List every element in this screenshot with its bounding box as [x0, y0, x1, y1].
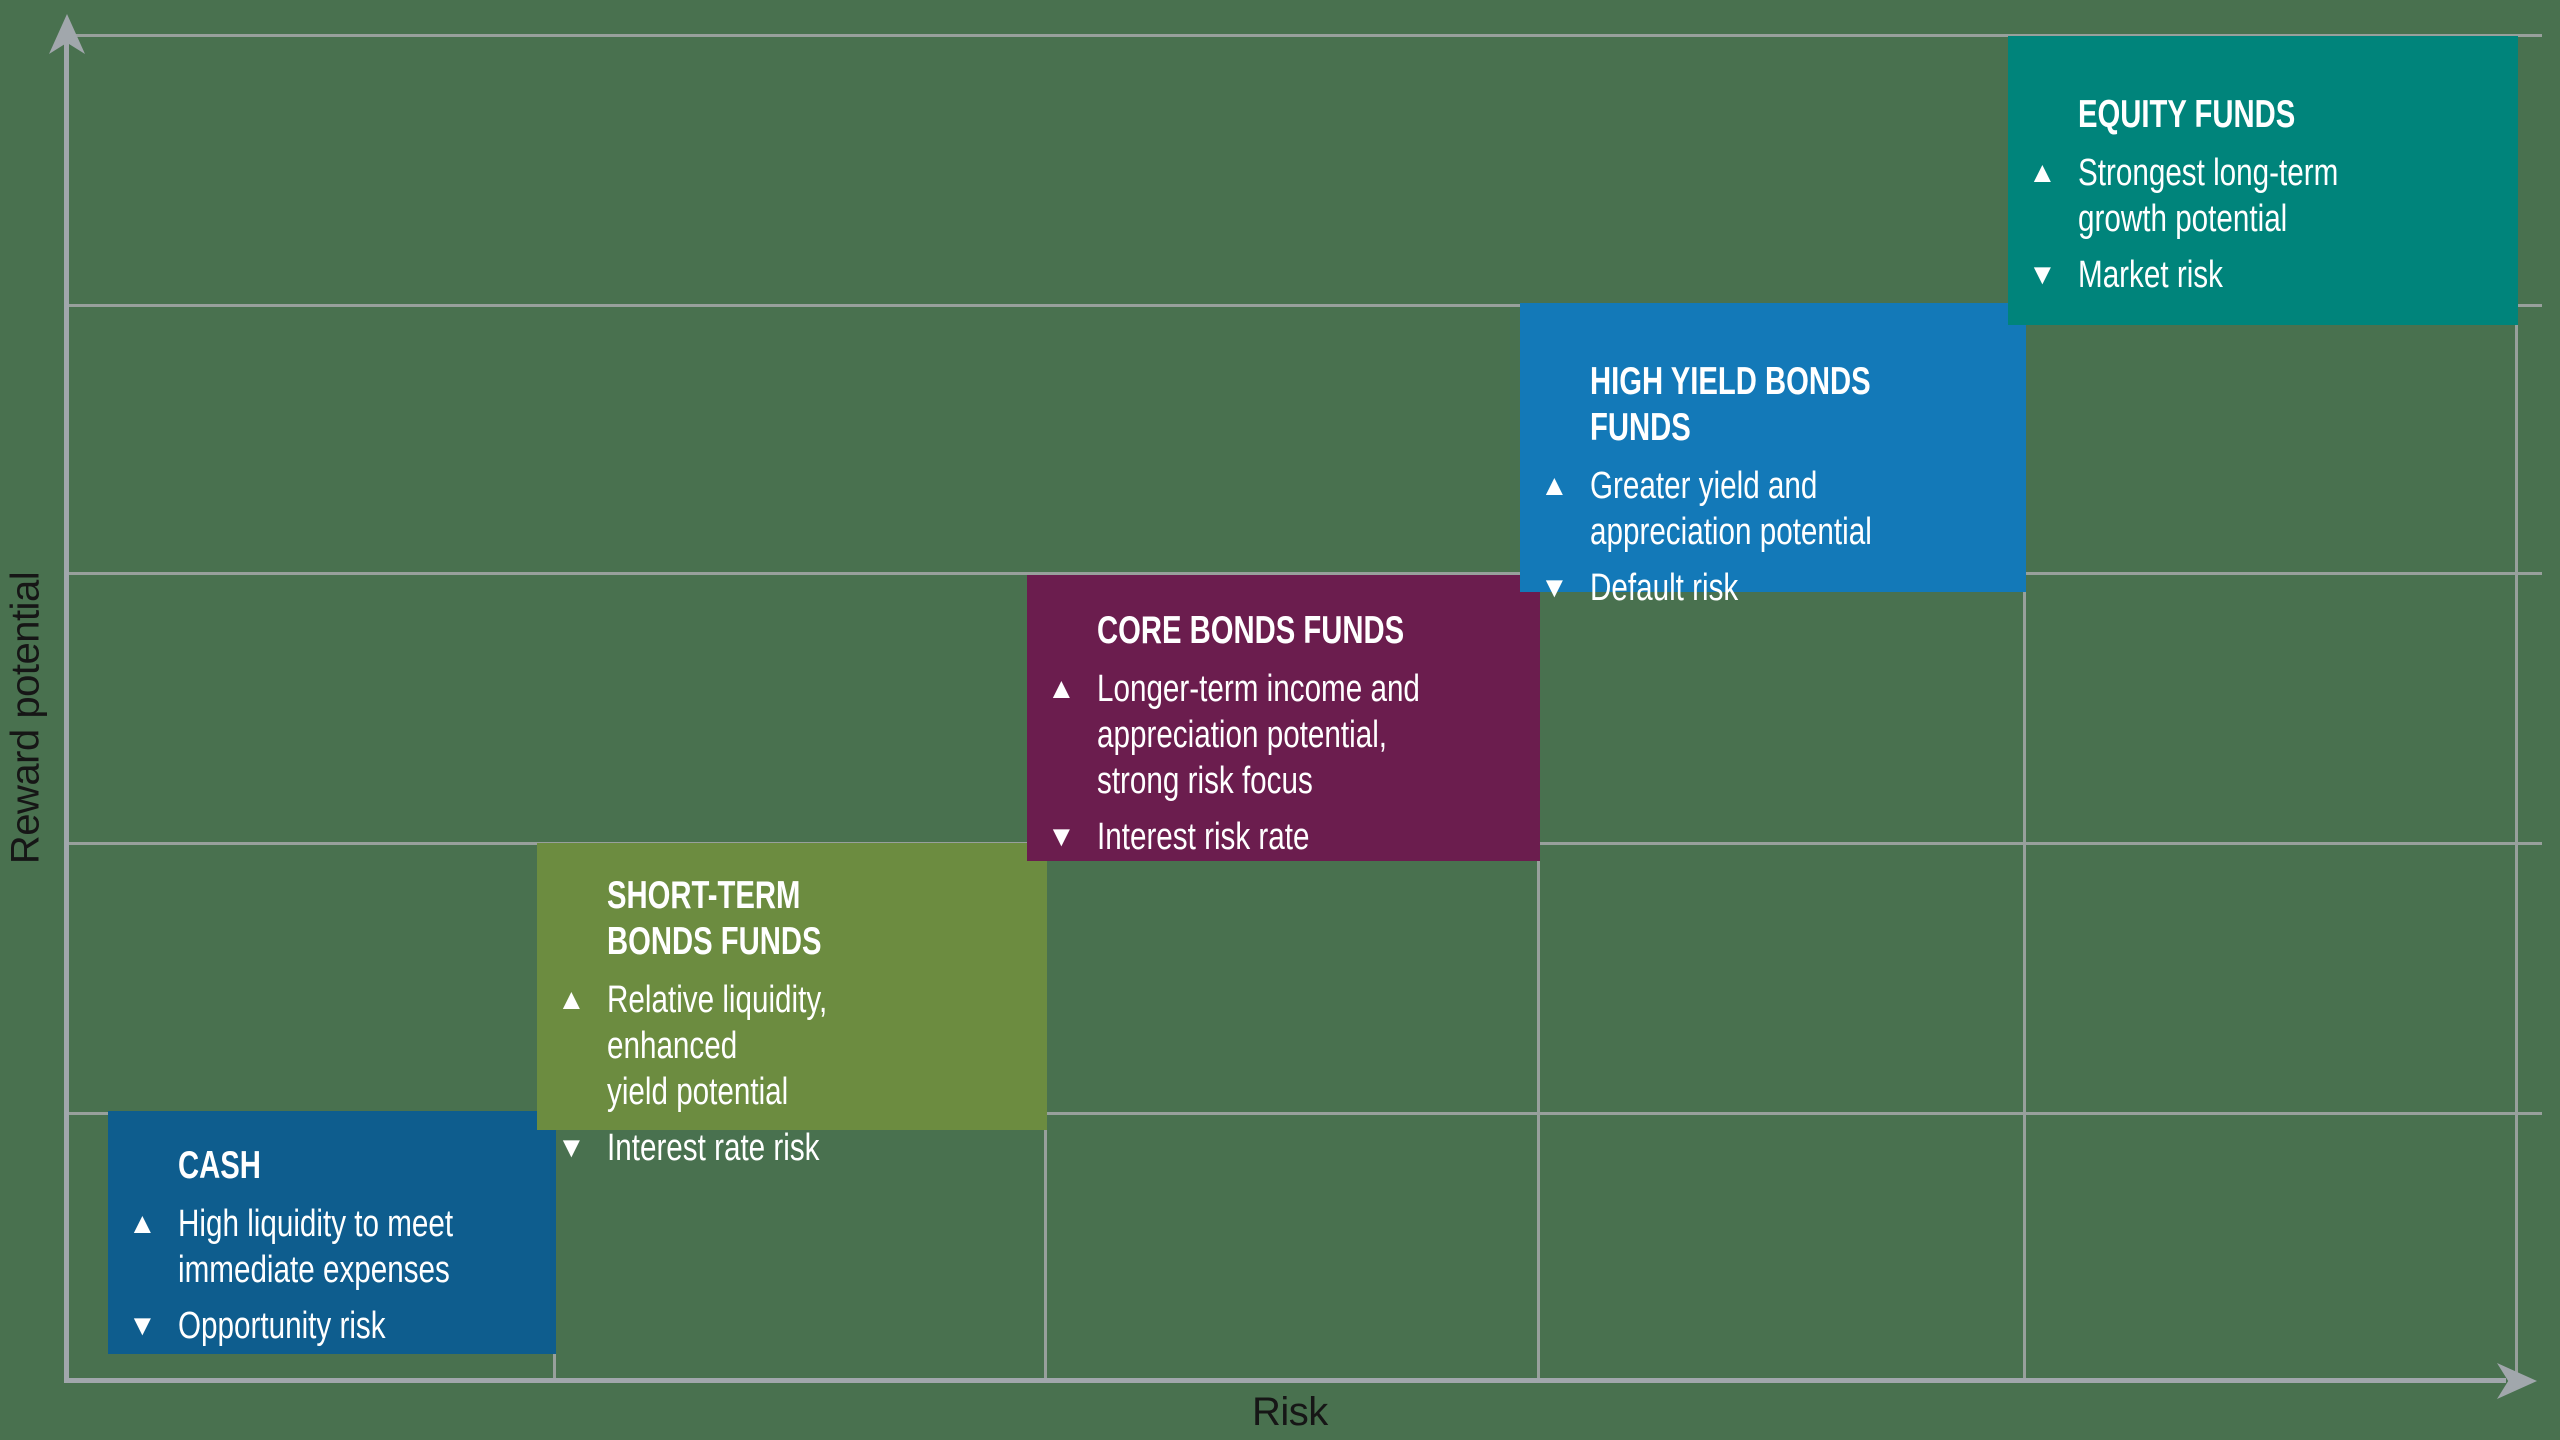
fund-box-risk-row: ▼ Default risk: [1540, 565, 2016, 611]
fund-box-advantage: Strongest long-term growth potential: [2078, 152, 2339, 240]
down-triangle-icon: ▼: [2028, 259, 2057, 291]
y-axis-label: Reward potential: [3, 571, 48, 865]
fund-box-title-row: EQUITY FUNDS: [2028, 92, 2508, 138]
fund-box-advantage: Greater yield and appreciation potential: [1590, 465, 1872, 553]
fund-box-title-row: CASH: [128, 1143, 546, 1189]
step-boundary-line: [1537, 861, 1540, 1378]
fund-box-core-bonds: CORE BONDS FUNDS ▲ Longer-term income an…: [1027, 575, 1540, 861]
fund-box-risk: Interest risk rate: [1097, 816, 1310, 858]
fund-box-risk-row: ▼ Interest rate risk: [557, 1125, 1037, 1171]
fund-box-title-row: CORE BONDS FUNDS: [1047, 608, 1530, 654]
fund-box-risk: Default risk: [1590, 567, 1739, 609]
fund-box-cash: CASH ▲ High liquidity to meet immediate …: [108, 1111, 556, 1354]
fund-box-title-row: SHORT-TERM BONDS FUNDS: [557, 873, 1037, 965]
fund-box-advantage-row: ▲ Strongest long-term growth potential: [2028, 150, 2508, 242]
gridline: [66, 304, 2542, 307]
fund-box-risk: Opportunity risk: [178, 1305, 386, 1347]
up-triangle-icon: ▲: [557, 984, 586, 1016]
step-boundary-line: [1044, 1130, 1047, 1378]
fund-box-title: CASH: [178, 1144, 261, 1187]
up-triangle-icon: ▲: [1540, 470, 1569, 502]
down-triangle-icon: ▼: [128, 1310, 157, 1342]
up-triangle-icon: ▲: [128, 1208, 157, 1240]
up-triangle-icon: ▲: [2028, 157, 2057, 189]
fund-box-title: HIGH YIELD BONDS FUNDS: [1590, 360, 1871, 449]
gridline: [66, 1112, 2542, 1115]
down-triangle-icon: ▼: [1047, 821, 1076, 853]
x-axis-label: Risk: [1252, 1390, 1328, 1434]
x-axis-line: [64, 1378, 2506, 1383]
fund-box-title: SHORT-TERM BONDS FUNDS: [607, 874, 822, 963]
fund-box-title: EQUITY FUNDS: [2078, 93, 2296, 136]
fund-box-risk-row: ▼ Market risk: [2028, 252, 2508, 298]
fund-box-risk-row: ▼ Interest risk rate: [1047, 814, 1530, 860]
fund-box-advantage-row: ▲ Greater yield and appreciation potenti…: [1540, 463, 2016, 555]
up-triangle-icon: ▲: [1047, 673, 1076, 705]
fund-box-title: CORE BONDS FUNDS: [1097, 609, 1405, 652]
fund-box-advantage-row: ▲ Longer-term income and appreciation po…: [1047, 666, 1530, 804]
down-triangle-icon: ▼: [1540, 572, 1569, 604]
fund-box-short-term-bonds: SHORT-TERM BONDS FUNDS ▲ Relative liquid…: [537, 843, 1047, 1169]
fund-box-risk-row: ▼ Opportunity risk: [128, 1303, 546, 1349]
step-boundary-line: [2023, 592, 2026, 1378]
fund-box-advantage: High liquidity to meet immediate expense…: [178, 1203, 454, 1291]
gridline: [66, 572, 2542, 575]
step-boundary-line: [553, 1354, 556, 1378]
fund-box-equity: EQUITY FUNDS ▲ Strongest long-term growt…: [2008, 36, 2518, 325]
down-triangle-icon: ▼: [557, 1132, 586, 1164]
fund-box-risk: Market risk: [2078, 254, 2223, 296]
y-axis-line: [64, 28, 69, 1381]
fund-box-advantage: Longer-term income and appreciation pote…: [1097, 668, 1420, 802]
gridline: [66, 34, 2542, 37]
step-boundary-line: [2515, 325, 2518, 1378]
fund-box-title-row: HIGH YIELD BONDS FUNDS: [1540, 359, 2016, 451]
fund-box-risk: Interest rate risk: [607, 1127, 820, 1169]
fund-box-advantage-row: ▲ Relative liquidity, enhanced yield pot…: [557, 977, 1037, 1115]
fund-box-advantage-row: ▲ High liquidity to meet immediate expen…: [128, 1201, 546, 1293]
fund-box-high-yield-bonds: HIGH YIELD BONDS FUNDS ▲ Greater yield a…: [1520, 303, 2026, 609]
fund-box-advantage: Relative liquidity, enhanced yield poten…: [607, 979, 828, 1113]
